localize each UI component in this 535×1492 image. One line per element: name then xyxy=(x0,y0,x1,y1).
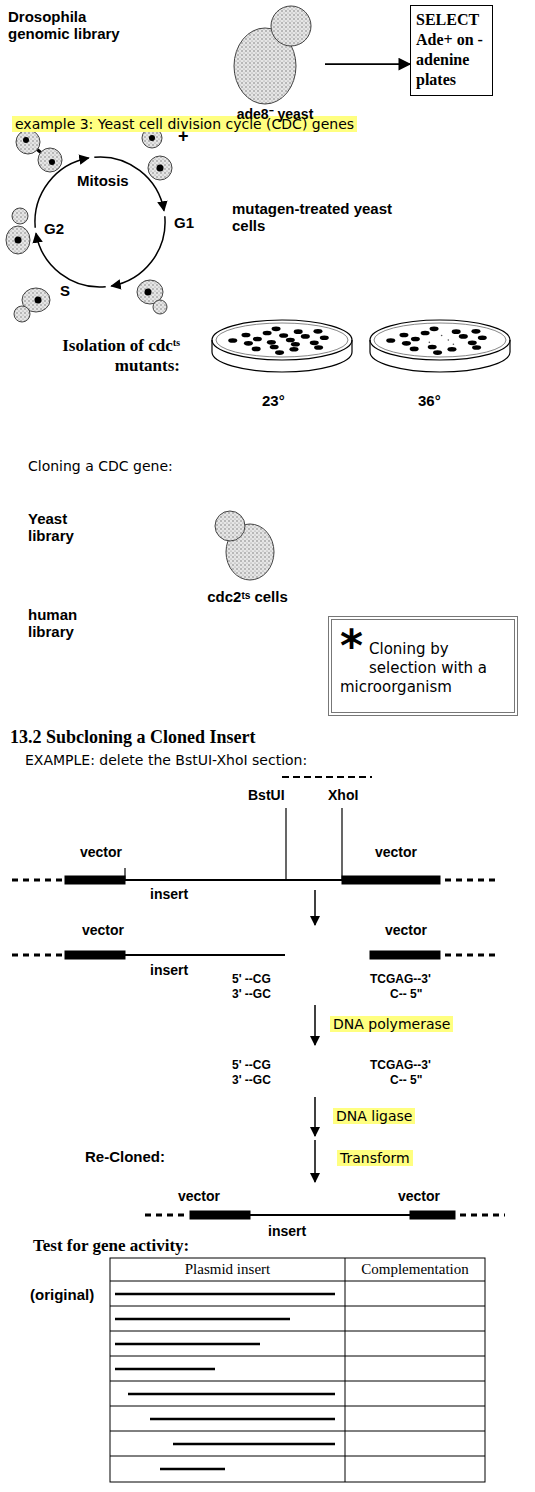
vector-label: vector xyxy=(375,844,417,860)
step-label: DNA polymerase xyxy=(330,1016,453,1032)
missing-colony xyxy=(448,339,450,341)
dna-map xyxy=(12,777,505,1219)
missing-colony xyxy=(441,335,443,337)
result-label: Re-Cloned: xyxy=(85,1148,165,1165)
colony xyxy=(478,335,487,340)
colony xyxy=(228,338,237,343)
sequence-end: C-- 5" xyxy=(390,1073,422,1087)
colony xyxy=(402,341,411,346)
site-label: BstUI xyxy=(248,787,285,803)
cell-cycle xyxy=(35,157,165,287)
colony xyxy=(252,347,261,352)
colony xyxy=(253,337,262,342)
colony xyxy=(294,329,303,334)
colony xyxy=(399,333,408,338)
callout-box: *Cloning by selection with a microorgani… xyxy=(328,616,518,716)
cell-label: cdc2ᵗˢ cells xyxy=(200,588,295,605)
phase-label: Mitosis xyxy=(77,172,129,189)
colony xyxy=(301,334,310,339)
insert-label: insert xyxy=(150,886,188,902)
petri-dishes xyxy=(212,320,510,372)
colony xyxy=(472,345,481,350)
colony xyxy=(263,331,272,336)
colony xyxy=(241,333,250,338)
colony xyxy=(279,333,288,338)
colony xyxy=(433,350,442,355)
missing-colony xyxy=(429,342,431,344)
vector-label: vector xyxy=(80,844,122,860)
table-header: Plasmid insert xyxy=(110,1261,345,1278)
sequence-end: 3' --GC xyxy=(232,1073,271,1087)
row-label: (original) xyxy=(30,1286,94,1303)
colony xyxy=(411,337,420,342)
sequence-end: 3' --GC xyxy=(232,987,271,1001)
note-label: mutagen-treated yeast cells xyxy=(232,200,407,234)
colony xyxy=(314,345,323,350)
asterisk-mark: * xyxy=(340,626,363,666)
select-box: SELECT Ade+ on -adenine plates xyxy=(410,5,493,96)
colony xyxy=(447,347,456,352)
phase-label: G1 xyxy=(174,214,194,231)
heading-label: Isolation of cdcᵗˢ mutants: xyxy=(10,336,180,376)
node-text: SELECT Ade+ on -adenine plates xyxy=(416,10,487,90)
table-header: Complementation xyxy=(345,1261,485,1278)
phase-label: S xyxy=(60,282,70,299)
colony xyxy=(310,341,319,346)
colony xyxy=(275,350,284,355)
colony xyxy=(410,347,419,352)
colony xyxy=(421,331,430,336)
library-label: Drosophila genomic library xyxy=(8,8,138,42)
node-text: ade8⁻ yeast xyxy=(227,106,323,124)
colony xyxy=(244,341,253,346)
colony xyxy=(471,329,480,334)
vector-label: vector xyxy=(82,922,124,938)
subheading: Cloning a CDC gene: xyxy=(28,458,173,474)
instruction-text: EXAMPLE: delete the BstUI-XhoI section: xyxy=(25,752,307,768)
missing-colony xyxy=(453,343,455,345)
sequence-end: TCGAG--3' xyxy=(370,972,431,986)
step-label: DNA ligase xyxy=(333,1108,415,1124)
complementation-table xyxy=(110,1258,485,1482)
node-text: Cloning by selection with a microorganis… xyxy=(340,626,504,696)
colony xyxy=(289,347,298,352)
colony xyxy=(386,338,395,343)
colony xyxy=(320,335,329,340)
step-label: Transform xyxy=(337,1150,413,1166)
sequence-end: 5' --CG xyxy=(232,972,271,986)
nuclei xyxy=(15,135,164,304)
phase-label: G2 xyxy=(44,220,64,237)
colony xyxy=(267,340,276,345)
plus-sign: + xyxy=(178,126,189,147)
section-heading: Test for gene activity: xyxy=(33,1236,189,1256)
temperature-label: 23° xyxy=(262,392,285,409)
colony xyxy=(459,334,468,339)
yeast-cell: ade8⁻ yeast xyxy=(225,2,325,126)
connector-arrow xyxy=(325,63,410,65)
site-label: XhoI xyxy=(328,787,358,803)
vector-label: vector xyxy=(385,922,427,938)
colony xyxy=(452,329,461,334)
vector-label: vector xyxy=(398,1188,440,1204)
colony xyxy=(428,345,437,350)
section-heading: 13.2 Subcloning a Cloned Insert xyxy=(10,727,256,748)
colony xyxy=(270,345,279,350)
colony xyxy=(272,327,281,332)
insert-label: insert xyxy=(150,962,188,978)
colony xyxy=(468,341,477,346)
sequence-end: 5' --CG xyxy=(232,1058,271,1072)
insert-label: insert xyxy=(268,1223,306,1239)
vector-label: vector xyxy=(178,1188,220,1204)
temperature-label: 36° xyxy=(418,392,441,409)
colony xyxy=(286,338,295,343)
sequence-end: TCGAG--3' xyxy=(370,1058,431,1072)
colony xyxy=(313,329,322,334)
colony xyxy=(291,342,300,347)
library-label: Yeast library xyxy=(28,510,108,544)
library-label: human library xyxy=(28,606,108,640)
yeast-illustration xyxy=(225,2,325,106)
sequence-end: C-- 5" xyxy=(390,987,422,1001)
colony xyxy=(430,327,439,332)
